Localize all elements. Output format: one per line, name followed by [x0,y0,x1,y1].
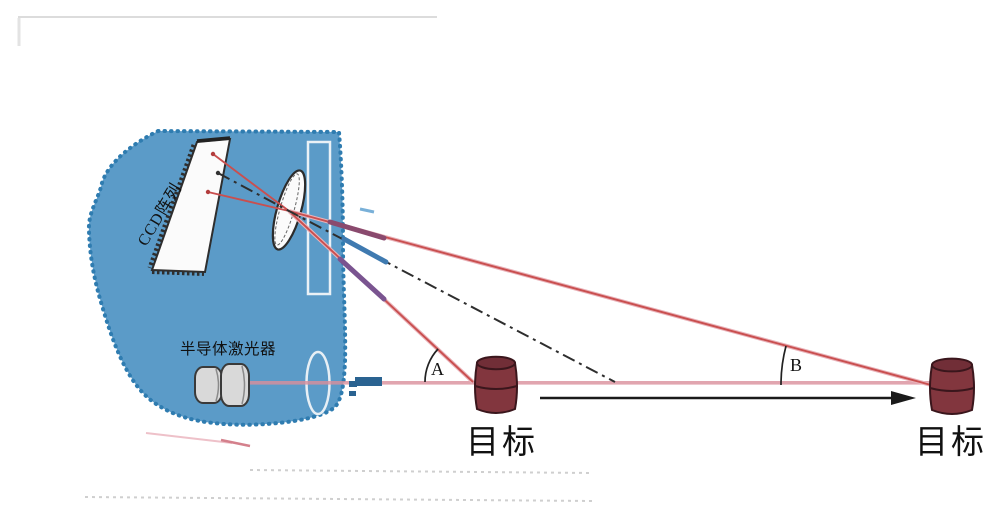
angle-b-arc [780,345,787,386]
laser-cylinder-1-rim [215,368,220,402]
beam-artifact-blue-dash [359,207,375,214]
motion-arrow-head [891,391,916,405]
target-near-label: 目标 [466,424,538,461]
aperture-bar [355,377,382,386]
laser-body [194,363,250,407]
aperture-tick [349,391,356,396]
target-far-top [931,357,973,373]
target-near-barrel [474,355,518,414]
beam-highlight-mid-blue [341,236,389,265]
laser-aperture [349,377,382,396]
laser-label: 半导体激光器 [180,340,276,358]
motion-arrow [540,391,916,405]
beam-highlight-near-purple [337,256,387,302]
beam-highlight-far-purple [327,219,387,241]
angle-a-arc [424,348,439,383]
ccd-top-edge [196,136,231,143]
ccd-spot-mid [215,170,221,176]
angle-a-label: A [431,359,444,379]
scan-artifact-dotted-line-lower [84,496,593,502]
angle-marks [424,345,787,386]
scan-artifact-red-scratch [220,438,251,448]
target-far-barrel [929,357,975,415]
angle-b-label: B [790,355,802,375]
target-far-seam [929,387,975,392]
target-near-seam [474,385,518,390]
scan-artifacts [17,16,593,502]
ccd-spot-far [205,189,211,195]
target-far-label: 目标 [915,424,987,461]
target-near-top [476,355,516,371]
beam-horizontal [248,381,931,385]
aperture-step [349,381,357,387]
ccd-hatch-left-edge [147,144,197,269]
ccd-hatch-bottom-edge [151,270,205,276]
laser-cylinder-2-rim [241,365,246,405]
scan-artifact-pink-scratch [145,432,233,444]
laser-cylinder-2 [220,363,250,407]
ccd-array [147,136,232,276]
scan-artifact-dotted-line-upper [249,469,593,474]
beam-mid-dashdot [217,172,616,383]
ccd-spot-near [210,151,216,157]
beams [205,151,932,387]
